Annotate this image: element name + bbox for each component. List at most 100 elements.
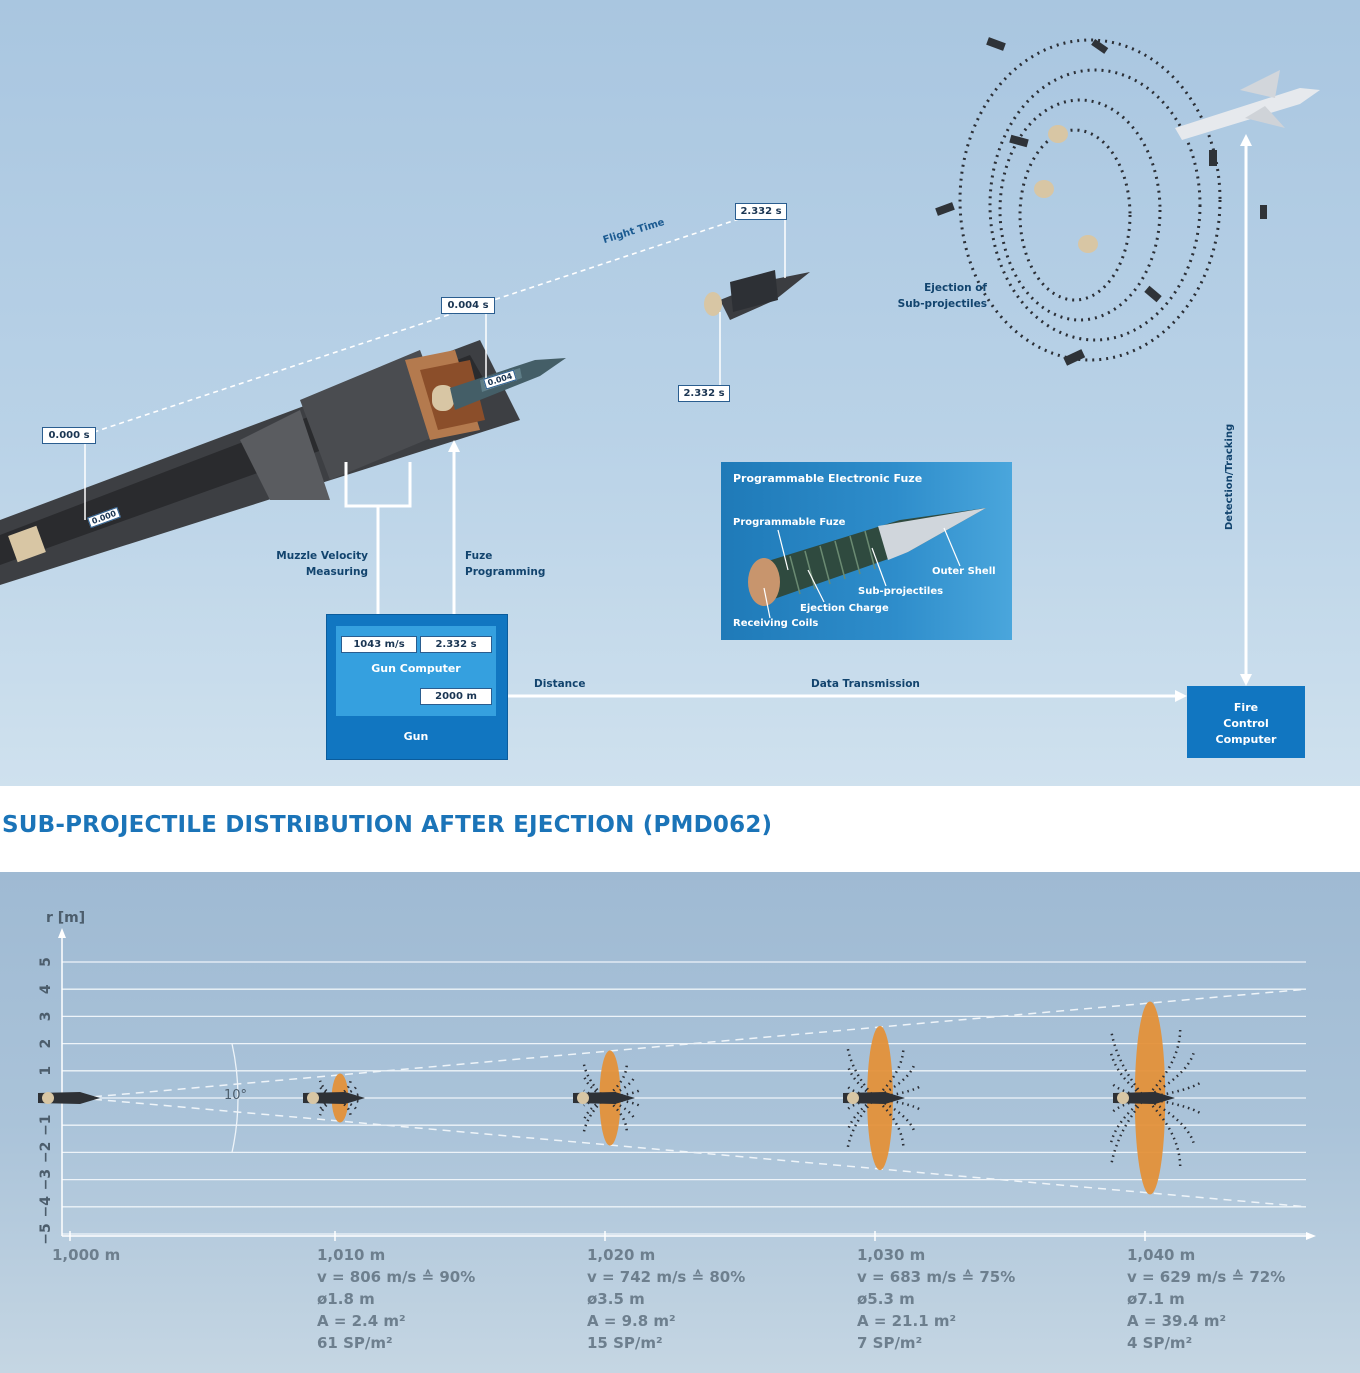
fragment-trail xyxy=(334,1080,352,1100)
station-distance: 1,000 m xyxy=(52,1246,121,1264)
distance-readout: 2000 m xyxy=(420,688,492,705)
projectile-body xyxy=(573,1092,635,1104)
fragment-trail xyxy=(334,1085,358,1100)
data-transmission-label: Data Transmission xyxy=(811,678,920,690)
y-tick-label: −3 xyxy=(38,1169,54,1190)
station-label-0: 1,000 m xyxy=(52,1244,120,1266)
flight-time-path xyxy=(84,211,761,436)
fragment-trail xyxy=(604,1064,629,1099)
y-tick-label: −1 xyxy=(38,1114,54,1135)
gun-barrel xyxy=(0,340,520,585)
muzzle-velocity-label: Muzzle Velocity Measuring xyxy=(276,550,368,578)
fragment-trail xyxy=(846,1096,876,1111)
fragment-trail xyxy=(604,1096,637,1121)
label-receiving-coils: Receiving Coils xyxy=(733,618,819,629)
station-metric: 61 SP/m² xyxy=(317,1334,393,1352)
station-label-3: 1,030 m v = 683 m/s ≙ 75% ø5.3 m A = 21.1 m… xyxy=(857,1244,1015,1354)
timestamp-0: 0.000 s xyxy=(42,427,96,444)
fragment-trail xyxy=(582,1075,606,1100)
bottom-sky-background xyxy=(0,872,1360,1373)
y-axis-arrow xyxy=(58,928,66,938)
fragment-trail xyxy=(1144,1029,1182,1099)
station-distance: 1,040 m xyxy=(1127,1246,1196,1264)
station-metric: ø3.5 m xyxy=(587,1290,645,1308)
y-tick-label: 4 xyxy=(38,984,54,994)
fragment-trail xyxy=(604,1075,637,1100)
title-band xyxy=(0,786,1360,872)
station-metric: 4 SP/m² xyxy=(1127,1334,1193,1352)
station-metric: A = 9.8 m² xyxy=(587,1312,676,1330)
timestamp-2-upper: 2.332 s xyxy=(735,203,787,220)
projectile-ejecting xyxy=(704,270,810,320)
station-metric: A = 21.1 m² xyxy=(857,1312,957,1330)
fragment-trail xyxy=(582,1096,606,1121)
fragment-trail xyxy=(334,1096,352,1116)
y-tick-label: 1 xyxy=(38,1066,54,1076)
station-metric: 15 SP/m² xyxy=(587,1334,663,1352)
target-missile xyxy=(1175,70,1320,140)
timestamp-1: 0.004 s xyxy=(441,297,495,314)
projectile-body xyxy=(843,1092,905,1104)
fragment-trail xyxy=(604,1089,641,1100)
fragment-trail xyxy=(1144,1096,1195,1144)
velocity-readout: 1043 m/s xyxy=(341,636,417,653)
fragment-trail xyxy=(604,1096,641,1107)
station-metric: 7 SP/m² xyxy=(857,1334,923,1352)
y-tick-label: −4 xyxy=(38,1196,54,1218)
station-label-2: 1,020 m v = 742 m/s ≙ 80% ø3.5 m A = 9.8 m²… xyxy=(587,1244,745,1354)
y-tick-label: −2 xyxy=(38,1142,54,1163)
fuze-panel-drawing xyxy=(748,508,986,606)
projectile-base xyxy=(307,1092,319,1104)
cone-upper xyxy=(79,988,1307,1099)
station-metric: A = 2.4 m² xyxy=(317,1312,406,1330)
fire-control-box xyxy=(1187,686,1305,758)
angle-arc xyxy=(231,1043,239,1153)
fragment-trail xyxy=(318,1086,336,1100)
projectile-base xyxy=(1117,1092,1129,1104)
gun-computer-label: Gun Computer xyxy=(371,662,461,675)
projectile-base xyxy=(847,1092,859,1104)
y-tick-label: 2 xyxy=(38,1039,54,1049)
label-sub-projectiles: Sub-projectiles xyxy=(858,586,944,597)
station-distance: 1,030 m xyxy=(857,1246,926,1264)
station-metric: ø1.8 m xyxy=(317,1290,375,1308)
projectile-body xyxy=(303,1092,365,1104)
y-tick-label: −5 xyxy=(38,1223,54,1244)
projectile-body xyxy=(38,1092,100,1104)
station-distance: 1,010 m xyxy=(317,1246,386,1264)
fragment-trail xyxy=(1144,1097,1182,1167)
label-outer-shell: Outer Shell xyxy=(932,566,996,577)
station-metric: ø5.3 m xyxy=(857,1290,915,1308)
fragment-trail xyxy=(318,1096,336,1110)
station-metric: v = 742 m/s ≙ 80% xyxy=(587,1268,746,1286)
fragment-trail xyxy=(1144,1096,1202,1115)
fragment-trail xyxy=(1144,1081,1202,1100)
station-label-1: 1,010 m v = 806 m/s ≙ 90% ø1.8 m A = 2.4 m²… xyxy=(317,1244,475,1354)
station-metric: v = 806 m/s ≙ 90% xyxy=(317,1268,476,1286)
fragment-trail xyxy=(874,1085,921,1100)
station-metric: v = 683 m/s ≙ 75% xyxy=(857,1268,1016,1286)
fragment-trail xyxy=(846,1085,876,1100)
fragment-trail xyxy=(604,1097,629,1132)
distance-label: Distance xyxy=(534,678,586,690)
y-tick-label: 3 xyxy=(38,1012,54,1022)
gun-label: Gun xyxy=(403,730,429,743)
fragment-trail xyxy=(1144,1052,1195,1100)
projectile-base xyxy=(577,1092,589,1104)
x-axis-arrow xyxy=(1306,1232,1316,1240)
projectile-body xyxy=(1113,1092,1175,1104)
station-distance: 1,020 m xyxy=(587,1246,656,1264)
sub-projectile-cloud xyxy=(958,38,1222,362)
fuze-programming-label: Fuze Programming xyxy=(465,550,546,578)
projectile-base xyxy=(42,1092,54,1104)
section-title: SUB-PROJECTILE DISTRIBUTION AFTER EJECTI… xyxy=(2,812,773,838)
ejection-label: Ejection of Sub-projectiles xyxy=(897,282,987,310)
station-metric: ø7.1 m xyxy=(1127,1290,1185,1308)
cone-lower xyxy=(79,1097,1307,1208)
time-readout: 2.332 s xyxy=(420,636,492,653)
fragment-trail xyxy=(874,1096,921,1111)
y-axis-label: r [m] xyxy=(46,910,86,926)
fragment-trail xyxy=(334,1096,358,1111)
